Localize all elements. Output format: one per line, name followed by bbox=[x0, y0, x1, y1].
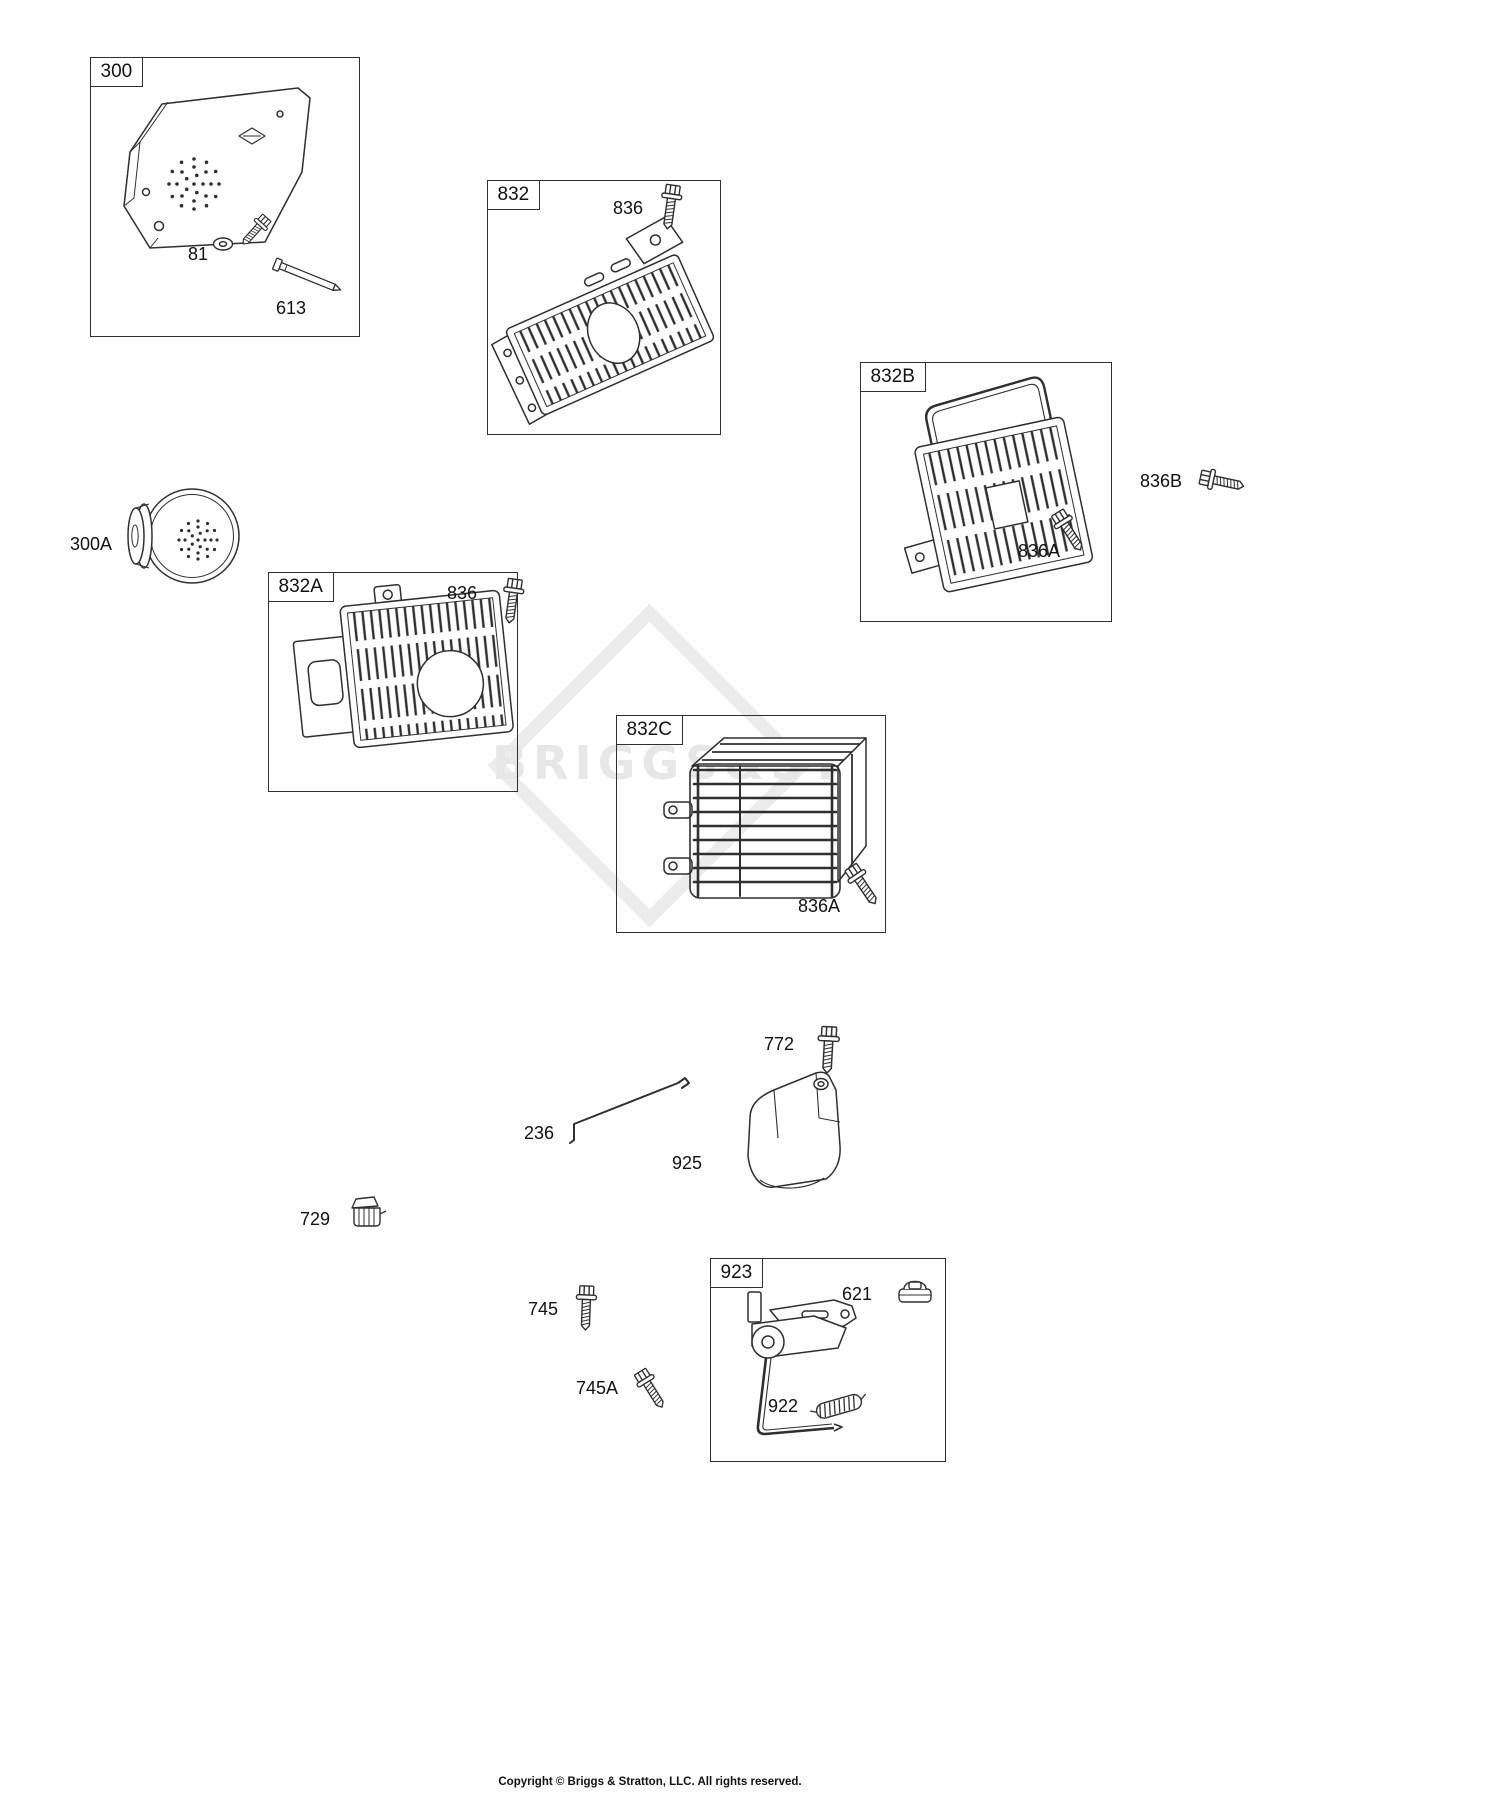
group-box-832: 832 bbox=[486, 179, 721, 435]
part-label-836-832a: 836 bbox=[447, 583, 478, 603]
muffler-guard-a-illustration bbox=[292, 583, 514, 749]
part-label-729: 729 bbox=[300, 1209, 331, 1229]
muffler-guard-b-illustration bbox=[903, 376, 1094, 593]
clip-illustration-729 bbox=[351, 1196, 387, 1227]
part-label-300a: 300A bbox=[70, 534, 113, 554]
control-bracket-illustration bbox=[747, 1291, 857, 1436]
group-label-832: 832 bbox=[486, 179, 541, 210]
round-muffler-illustration bbox=[127, 488, 240, 584]
part-label-613: 613 bbox=[276, 298, 307, 318]
group-label-832A: 832A bbox=[267, 571, 334, 602]
part-label-81: 81 bbox=[188, 244, 209, 264]
group-box-832C: 832C bbox=[615, 714, 886, 933]
muffler-guard-illustration bbox=[491, 216, 715, 425]
part-label-836a-832c: 836A bbox=[798, 896, 841, 916]
screw-and-washer-illustration bbox=[212, 211, 274, 251]
part-label-836b: 836B bbox=[1140, 471, 1183, 491]
copyright-notice: Copyright © Briggs & Stratton, LLC. All … bbox=[498, 1776, 802, 1788]
bolt-illustration-836a bbox=[498, 577, 526, 625]
part-label-836-832: 836 bbox=[613, 198, 644, 218]
group-box-832A: 832A bbox=[267, 571, 518, 792]
bolt-illustration-836 bbox=[656, 183, 684, 231]
part-label-925: 925 bbox=[672, 1153, 703, 1173]
part-label-922: 922 bbox=[768, 1396, 799, 1416]
muffler-illustration bbox=[123, 87, 311, 249]
part-label-621: 621 bbox=[842, 1284, 873, 1304]
cover-illustration bbox=[747, 1071, 841, 1189]
part-label-236: 236 bbox=[524, 1123, 555, 1143]
spring-illustration bbox=[810, 1393, 867, 1419]
governor-link-illustration bbox=[569, 1077, 690, 1144]
bolt-illustration-745a bbox=[631, 1365, 671, 1413]
bolt-illustration-745 bbox=[574, 1284, 598, 1332]
bolt-illustration-836a-c bbox=[841, 860, 885, 910]
group-label-832C: 832C bbox=[615, 714, 683, 745]
pin-illustration bbox=[272, 257, 342, 291]
group-box-832B: 832B bbox=[859, 361, 1112, 622]
group-box-923: 923 bbox=[709, 1257, 946, 1462]
group-label-300: 300 bbox=[89, 56, 144, 87]
part-label-772: 772 bbox=[764, 1034, 795, 1054]
part-label-745a: 745A bbox=[576, 1378, 619, 1398]
wire-guard-illustration bbox=[663, 737, 867, 899]
group-box-300: 300 bbox=[89, 56, 360, 337]
clamp-illustration-621 bbox=[898, 1280, 932, 1303]
bolt-illustration-836b bbox=[1197, 466, 1247, 497]
group-label-832B: 832B bbox=[859, 361, 926, 392]
part-label-745: 745 bbox=[528, 1299, 559, 1319]
part-label-836a-832b: 836A bbox=[1018, 541, 1061, 561]
group-label-923: 923 bbox=[709, 1257, 764, 1288]
